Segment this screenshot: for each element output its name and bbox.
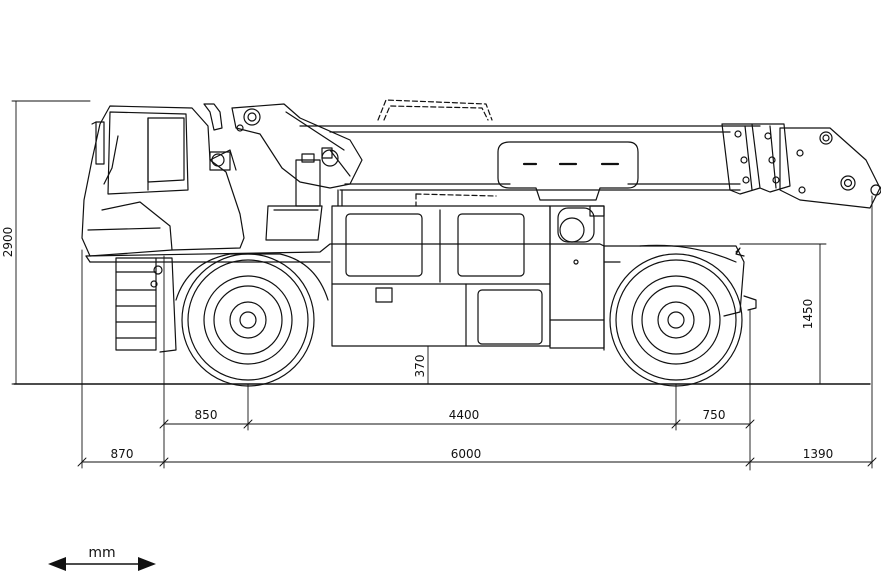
boom: [299, 123, 881, 209]
rear-wheel: [175, 253, 329, 387]
dim-ground-clearance: 370: [413, 355, 427, 378]
chassis: [85, 205, 757, 353]
boom-cylinder-housing: [497, 141, 639, 201]
arrow-left-icon: [48, 557, 66, 571]
dim-overall-height: 2900: [1, 227, 15, 258]
dim-rear-overhang: 750: [703, 408, 726, 422]
dim-rear-height: 1450: [801, 299, 815, 330]
dim-boom-projection: 1390: [803, 447, 834, 461]
stowed-jib-dashed: [377, 99, 497, 207]
arrow-right-icon: [138, 557, 156, 571]
dim-front-overhang: 850: [195, 408, 218, 422]
front-wheel: [609, 253, 743, 387]
dim-chassis-length: 6000: [451, 447, 482, 461]
cab: [81, 103, 245, 257]
dim-wheelbase: 4400: [449, 408, 480, 422]
dimension-lines: [11, 100, 877, 471]
unit-label: mm: [88, 545, 115, 561]
unit-legend: mm: [48, 545, 156, 571]
turret: [231, 103, 363, 207]
dim-cab-projection: 870: [111, 447, 134, 461]
